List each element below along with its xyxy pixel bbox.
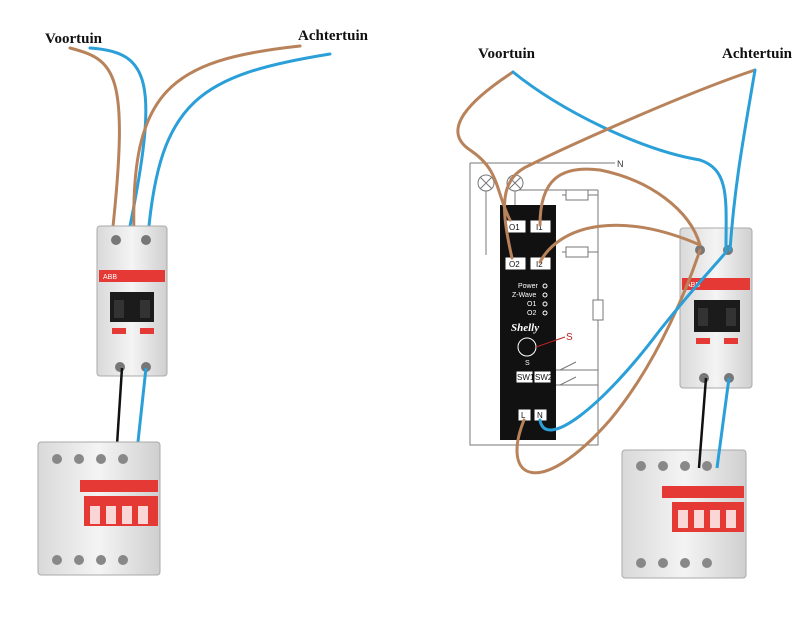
- callout-s: S: [566, 332, 573, 343]
- button-s-label: S: [525, 360, 530, 367]
- right-wires: [456, 68, 757, 475]
- terminal-o2: O2: [509, 260, 520, 269]
- shelly-brand: Shelly: [511, 322, 539, 334]
- led-zwave-label: Z-Wave: [512, 292, 536, 299]
- led-power-label: Power: [518, 283, 539, 290]
- switch-icon: [559, 361, 577, 386]
- led-o2-label: O2: [527, 310, 536, 317]
- terminal-i1: I1: [536, 223, 543, 232]
- label-voortuin-right: Voortuin: [478, 46, 536, 62]
- right-main-breaker: [621, 449, 747, 579]
- terminal-i2: I2: [536, 260, 543, 269]
- terminal-sw2: SW2: [535, 373, 553, 382]
- fuse-icon: [565, 189, 604, 321]
- svg-text:ABB: ABB: [686, 282, 700, 289]
- left-rcbo-breaker: ABB: [96, 225, 168, 377]
- right-black-wire: [697, 377, 708, 469]
- terminal-sw1: SW1: [517, 373, 535, 382]
- neutral-label: N: [617, 159, 624, 169]
- svg-text:ABB: ABB: [103, 274, 117, 281]
- left-main-breaker: [37, 441, 161, 576]
- right-rcbo-breaker: ABB: [679, 227, 753, 389]
- terminal-o1: O1: [509, 223, 520, 232]
- callout-line: [535, 336, 566, 348]
- led-o1-label: O1: [527, 301, 536, 308]
- left-top-wires: [68, 44, 332, 238]
- label-achtertuin-left: Achtertuin: [298, 28, 369, 44]
- terminal-n: N: [537, 411, 543, 420]
- lamp-icon: [477, 174, 524, 192]
- label-achtertuin-right: Achtertuin: [722, 46, 793, 62]
- label-voortuin-left: Voortuin: [45, 31, 103, 47]
- right-blue-wire: [715, 377, 731, 469]
- terminal-l: L: [521, 411, 526, 420]
